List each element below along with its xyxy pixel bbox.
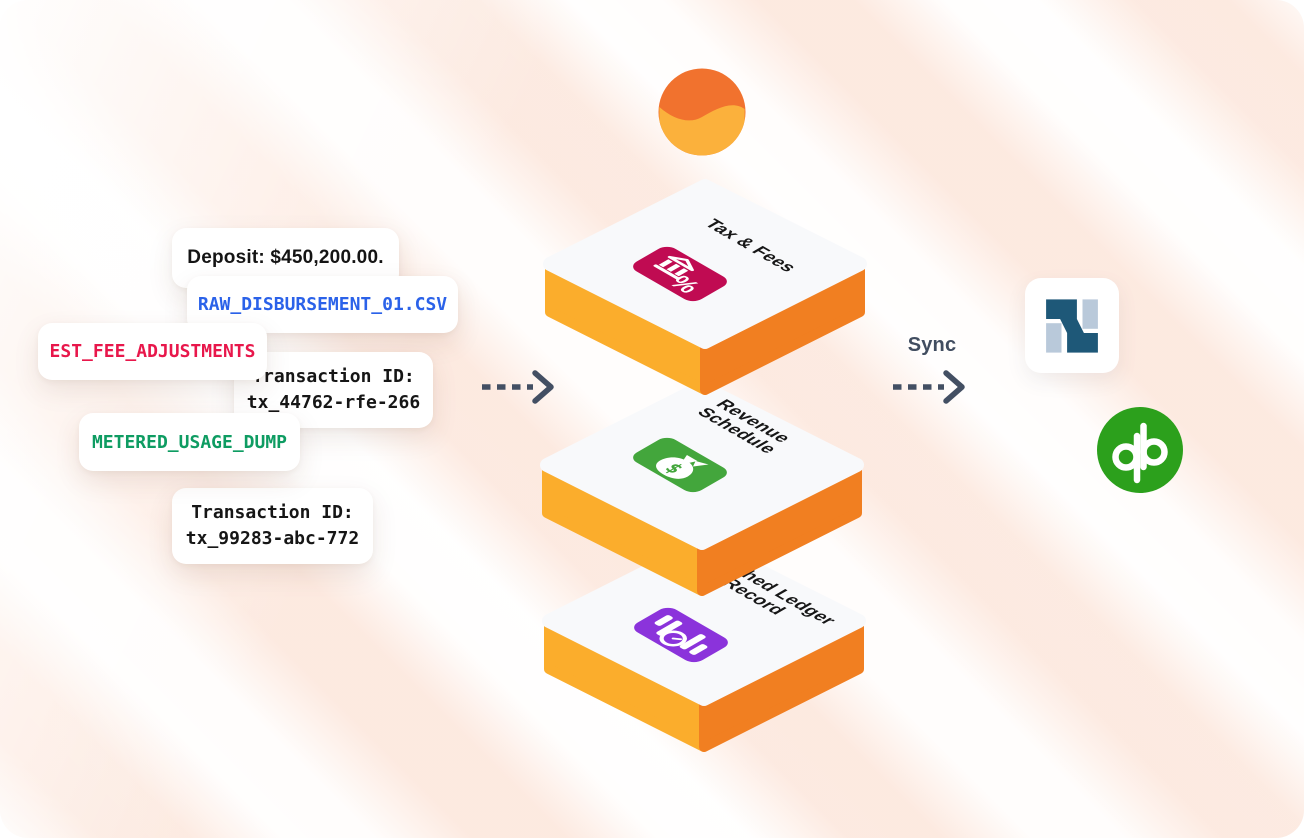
raw-disbursement-text: RAW_DISBURSEMENT_01.CSV <box>197 294 448 315</box>
tile-revenue-schedule: $ Revenue Schedule <box>540 380 864 596</box>
deposit-card-text: Deposit: $450,200.00. <box>187 247 384 268</box>
sync-label: Sync <box>907 334 957 356</box>
quickbooks-icon <box>1097 407 1183 493</box>
est-fee-adjustments-card: EST_FEE_ADJUSTMENTS <box>38 323 267 380</box>
bank-percent-icon: % <box>633 246 727 302</box>
transaction-1-value: tx_44762-rfe-266 <box>246 392 421 413</box>
transaction-1-label: Transaction ID: <box>252 366 415 387</box>
ledger-clock-icon <box>634 607 728 663</box>
netsuite-icon <box>1046 298 1098 353</box>
metered-usage-card: METERED_USAGE_DUMP <box>79 413 300 471</box>
wave-orb-logo <box>658 68 746 156</box>
dashed-arrow-left-icon <box>482 370 554 404</box>
dashed-arrow-right-icon <box>893 370 965 404</box>
metered-usage-text: METERED_USAGE_DUMP <box>91 431 288 453</box>
transaction-id-card-2: Transaction ID: tx_99283-abc-772 <box>172 488 373 564</box>
netsuite-logo-card <box>1025 278 1119 373</box>
est-fee-adjustments-text: EST_FEE_ADJUSTMENTS <box>49 341 256 362</box>
tile-tax-fees: % Tax & Fees <box>543 179 867 395</box>
transaction-2-value: tx_99283-abc-772 <box>185 528 360 549</box>
transaction-2-label: Transaction ID: <box>191 502 354 523</box>
tile-matched-ledger: Matched Ledger Record <box>542 536 866 752</box>
money-bag-icon: $ <box>633 437 727 493</box>
